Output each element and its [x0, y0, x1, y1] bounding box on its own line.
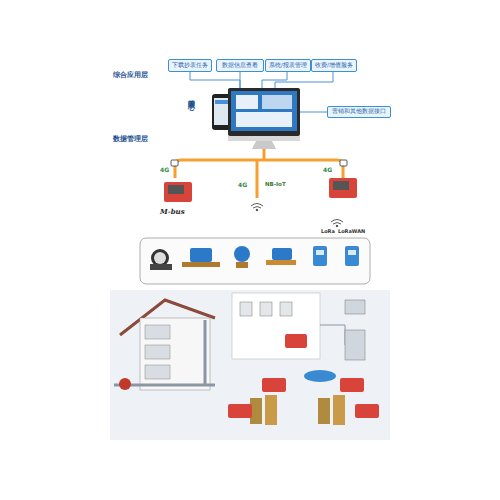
orange-network-lines-part	[256, 160, 259, 198]
building-scene-part	[262, 378, 286, 392]
meter-icons-part	[348, 250, 356, 255]
building-scene	[110, 290, 390, 440]
wifi-symbol-part	[251, 204, 263, 207]
building-scene-part	[260, 302, 272, 316]
concentrator-devices-part	[164, 182, 192, 202]
building-scene-part	[145, 365, 170, 379]
meter-icons-part	[236, 262, 248, 268]
orange-network-lines-part	[175, 160, 343, 178]
building-scene-part	[140, 318, 210, 390]
monitor-icon-part	[262, 95, 292, 109]
box-text: 数据信息查看	[222, 63, 258, 69]
layer-label: 管理中心	[187, 94, 194, 98]
monitor-icon-part	[236, 95, 258, 109]
orange-network-lines	[175, 149, 343, 198]
meter-icons-part	[313, 246, 327, 266]
building-scene-part	[355, 404, 379, 418]
monitor-icon-part	[228, 88, 300, 136]
function-box: 系统/报表管理	[265, 59, 311, 72]
cloud-tags	[171, 160, 347, 166]
wifi-symbol-part	[336, 225, 338, 227]
building-scene-part	[145, 325, 170, 339]
meter-icons-part	[272, 248, 292, 260]
building-scene-part	[114, 320, 215, 385]
layer-label: 数据管理层	[113, 136, 148, 143]
concentrator-devices-part	[329, 178, 357, 198]
app-connector-lines-part	[300, 112, 328, 113]
box-text: 下载抄表任务	[172, 63, 208, 69]
function-box: 营销和其他数据接口	[327, 106, 391, 118]
building-scene-part	[145, 345, 170, 359]
building-scene-part	[280, 302, 292, 316]
monitor-icon-part	[231, 91, 297, 131]
monitor-icon-part	[228, 136, 300, 141]
wifi-symbol-part	[256, 209, 258, 211]
meter-icons-part	[316, 250, 324, 255]
building-scene-part	[304, 370, 336, 382]
building-scene-part	[340, 378, 364, 392]
meter-icons-part	[266, 260, 296, 265]
building-scene-part	[240, 302, 252, 316]
meter-icons-part	[234, 246, 250, 262]
building-scene-part	[285, 334, 307, 348]
building-scene-part	[345, 300, 365, 314]
network-label: M-bus	[160, 208, 185, 215]
meter-icons-part	[182, 262, 220, 267]
network-label: 4G	[160, 167, 169, 173]
network-label: NB-IoT	[265, 182, 286, 188]
network-label: 4G	[238, 182, 247, 188]
meter-icons-part	[345, 246, 359, 266]
building-scene-part	[320, 325, 345, 345]
building-scene-part	[232, 293, 320, 359]
meter-group-frame-part	[140, 238, 370, 284]
wifi-symbol-part	[331, 220, 343, 223]
meter-icons-part	[150, 264, 172, 270]
building-scene-part	[119, 378, 131, 390]
app-connector-lines-part	[190, 72, 240, 90]
cloud-tags-part	[171, 160, 178, 166]
meter-group-frame	[140, 238, 370, 284]
network-label: LoRa	[321, 229, 335, 234]
function-box: 数据信息查看	[216, 59, 264, 72]
meter-icons-part	[154, 252, 166, 264]
cloud-tags-part	[340, 160, 347, 166]
network-label: 4G	[323, 167, 332, 173]
building-scene-part	[318, 398, 330, 424]
building-scene-part	[333, 395, 345, 425]
meter-icons	[150, 246, 359, 270]
building-scene-part	[345, 330, 365, 360]
concentrator-devices-part	[168, 185, 184, 194]
orange-network-lines-part	[263, 149, 266, 160]
wifi-symbol	[251, 204, 343, 227]
meter-icons-part	[190, 248, 212, 262]
building-scene-part	[228, 404, 252, 418]
box-text: 收费/增值服务	[315, 63, 353, 69]
layer-label: 综合应用层	[113, 72, 148, 79]
function-box: 下载抄表任务	[168, 59, 212, 72]
app-connector-lines-part	[240, 72, 241, 90]
monitor-icon-part	[236, 112, 292, 127]
concentrator-devices-part	[333, 181, 349, 190]
box-text: 营销和其他数据接口	[332, 109, 386, 115]
monitor-icon-part	[252, 141, 276, 149]
app-connector-lines-part	[275, 72, 333, 90]
monitor-icon	[228, 88, 300, 149]
concentrator-devices	[164, 178, 357, 202]
box-text: 系统/报表管理	[269, 63, 307, 69]
function-box: 收费/增值服务	[311, 59, 357, 72]
wifi-symbol-part	[333, 223, 341, 225]
wifi-symbol-part	[253, 207, 261, 209]
building-scene-part	[265, 395, 277, 425]
network-label: LoRaWAN	[338, 229, 365, 234]
building-scene-part	[110, 290, 390, 440]
